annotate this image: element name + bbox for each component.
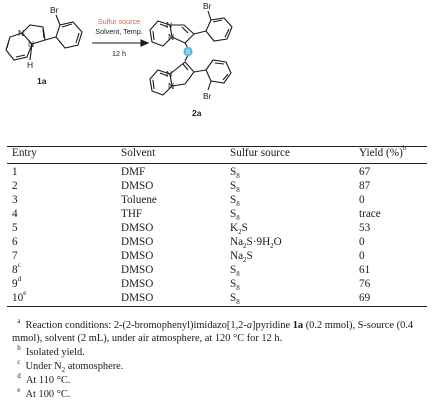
cell-entry: 8c bbox=[12, 261, 21, 276]
cell-solvent: DMSO bbox=[121, 236, 154, 248]
cell-solvent: DMSO bbox=[121, 250, 154, 262]
cell-sulfur-source: S8 bbox=[230, 278, 240, 293]
table-row: 10e DMSO S8 69 bbox=[0, 289, 434, 307]
cell-entry: 4 bbox=[12, 208, 18, 220]
footnote-a: a Reaction conditions: 2-(2-bromophenyl)… bbox=[12, 316, 414, 345]
product-upper-n-label-1: N bbox=[166, 20, 172, 30]
table-bottom-rule bbox=[7, 306, 427, 307]
cell-sulfur-source: S8 bbox=[230, 292, 240, 307]
product-upper-pyridine-ring bbox=[149, 20, 173, 47]
cell-yield: 69 bbox=[359, 292, 371, 304]
reaction-scheme: S Br N N H 1a Br N N N N Br 2a Sulfur so… bbox=[5, 1, 233, 118]
header-entry: Entry bbox=[12, 147, 37, 159]
cell-solvent: Toluene bbox=[121, 194, 157, 206]
product-lower-imidazole-ring bbox=[169, 61, 195, 87]
cell-solvent: THF bbox=[121, 208, 143, 220]
arrow-condition-solvent-temp: Solvent, Temp. bbox=[95, 27, 142, 36]
reactant-bromophenyl-ring bbox=[44, 14, 83, 49]
product-lower-bromophenyl-ring bbox=[193, 59, 232, 91]
header-yield: Yield (%)b bbox=[359, 144, 407, 159]
reactant-pyridine-ring bbox=[5, 32, 33, 61]
product-lower-br-label: Br bbox=[203, 91, 212, 101]
table-top-rule bbox=[7, 146, 427, 148]
product-upper-n-label-2: N bbox=[168, 32, 174, 42]
product-lower-n-label-2: N bbox=[168, 81, 174, 91]
cell-yield: 67 bbox=[359, 166, 371, 178]
reactant-n-label-1: N bbox=[18, 28, 24, 38]
cell-solvent: DMSO bbox=[121, 180, 154, 192]
product-lower-n-label-1: N bbox=[166, 69, 172, 79]
reaction-arrow bbox=[92, 39, 150, 47]
cell-entry: 9d bbox=[12, 275, 22, 290]
cell-solvent: DMF bbox=[121, 166, 146, 178]
cell-entry: 6 bbox=[12, 236, 18, 248]
footnote-d: d At 110 °C. bbox=[17, 371, 71, 386]
header-sulfur-source: Sulfur source bbox=[230, 147, 290, 159]
table-row: 1 DMF S8 67 bbox=[0, 165, 434, 181]
cell-entry: 5 bbox=[12, 222, 18, 234]
product-lower-pyridine-ring bbox=[149, 69, 173, 96]
cell-entry: 2 bbox=[12, 180, 18, 192]
arrow-condition-time: 12 h bbox=[112, 49, 126, 58]
cell-entry: 3 bbox=[12, 194, 18, 206]
sulfur-atom-label: S bbox=[186, 49, 191, 56]
product-upper-br-label: Br bbox=[203, 1, 212, 11]
arrow-condition-sulfur-source: Sulfur source bbox=[98, 17, 140, 26]
cell-yield: trace bbox=[359, 208, 381, 220]
table-row: 6 DMSO Na2S·9H2O 0 bbox=[0, 235, 434, 251]
cell-sulfur-source: S8 bbox=[230, 264, 240, 279]
header-solvent: Solvent bbox=[121, 147, 156, 159]
table-header-rule bbox=[7, 163, 427, 164]
footnote-e: e At 100 °C. bbox=[17, 385, 71, 400]
cell-yield: 53 bbox=[359, 222, 371, 234]
table-row: 3 Toluene S8 0 bbox=[0, 193, 434, 209]
table-row: 8c DMSO S8 61 bbox=[0, 261, 434, 279]
cell-solvent: DMSO bbox=[121, 264, 154, 276]
product-compound-label: 2a bbox=[192, 108, 202, 118]
reactant-compound-label: 1a bbox=[37, 76, 47, 86]
cell-sulfur-source: Na2S·9H2O bbox=[230, 236, 282, 251]
cell-yield: 61 bbox=[359, 264, 371, 276]
cell-sulfur-source: S8 bbox=[230, 180, 240, 195]
cell-yield: 0 bbox=[359, 194, 365, 206]
reactant-br-label: Br bbox=[50, 5, 59, 15]
cell-sulfur-source: S8 bbox=[230, 166, 240, 181]
reactant-h-label: H bbox=[27, 60, 33, 70]
product-upper-bromophenyl-ring bbox=[193, 10, 233, 42]
cell-entry: 10e bbox=[12, 289, 27, 304]
cell-yield: 0 bbox=[359, 250, 365, 262]
cell-sulfur-source: K2S bbox=[230, 222, 248, 237]
sulfur-atom-highlight bbox=[183, 46, 193, 57]
cell-entry: 1 bbox=[12, 166, 18, 178]
table-row: 5 DMSO K2S 53 bbox=[0, 221, 434, 237]
cell-solvent: DMSO bbox=[121, 292, 154, 304]
reactant-n-label-2: N bbox=[28, 39, 34, 49]
cell-yield: 87 bbox=[359, 180, 371, 192]
cell-yield: 0 bbox=[359, 236, 365, 248]
table-header-row: Entry Solvent Sulfur source Yield (%)b bbox=[0, 144, 434, 160]
table-row: 7 DMSO Na2S 0 bbox=[0, 249, 434, 265]
table-row: 9d DMSO S8 76 bbox=[0, 275, 434, 293]
cell-entry: 7 bbox=[12, 250, 18, 262]
footnote-c: c Under N2 atomosphere. bbox=[17, 357, 124, 375]
cell-solvent: DMSO bbox=[121, 222, 154, 234]
product-upper-imidazole-ring bbox=[169, 24, 195, 44]
cell-sulfur-source: S8 bbox=[230, 194, 240, 209]
reactant-imidazole-ring bbox=[21, 24, 46, 61]
table-row: 4 THF S8 trace bbox=[0, 207, 434, 223]
cell-solvent: DMSO bbox=[121, 278, 154, 290]
footnote-b: b Isolated yield. bbox=[17, 343, 85, 358]
cell-sulfur-source: Na2S bbox=[230, 250, 253, 265]
cell-yield: 76 bbox=[359, 278, 371, 290]
cell-sulfur-source: S8 bbox=[230, 208, 240, 223]
table-row: 2 DMSO S8 87 bbox=[0, 179, 434, 195]
